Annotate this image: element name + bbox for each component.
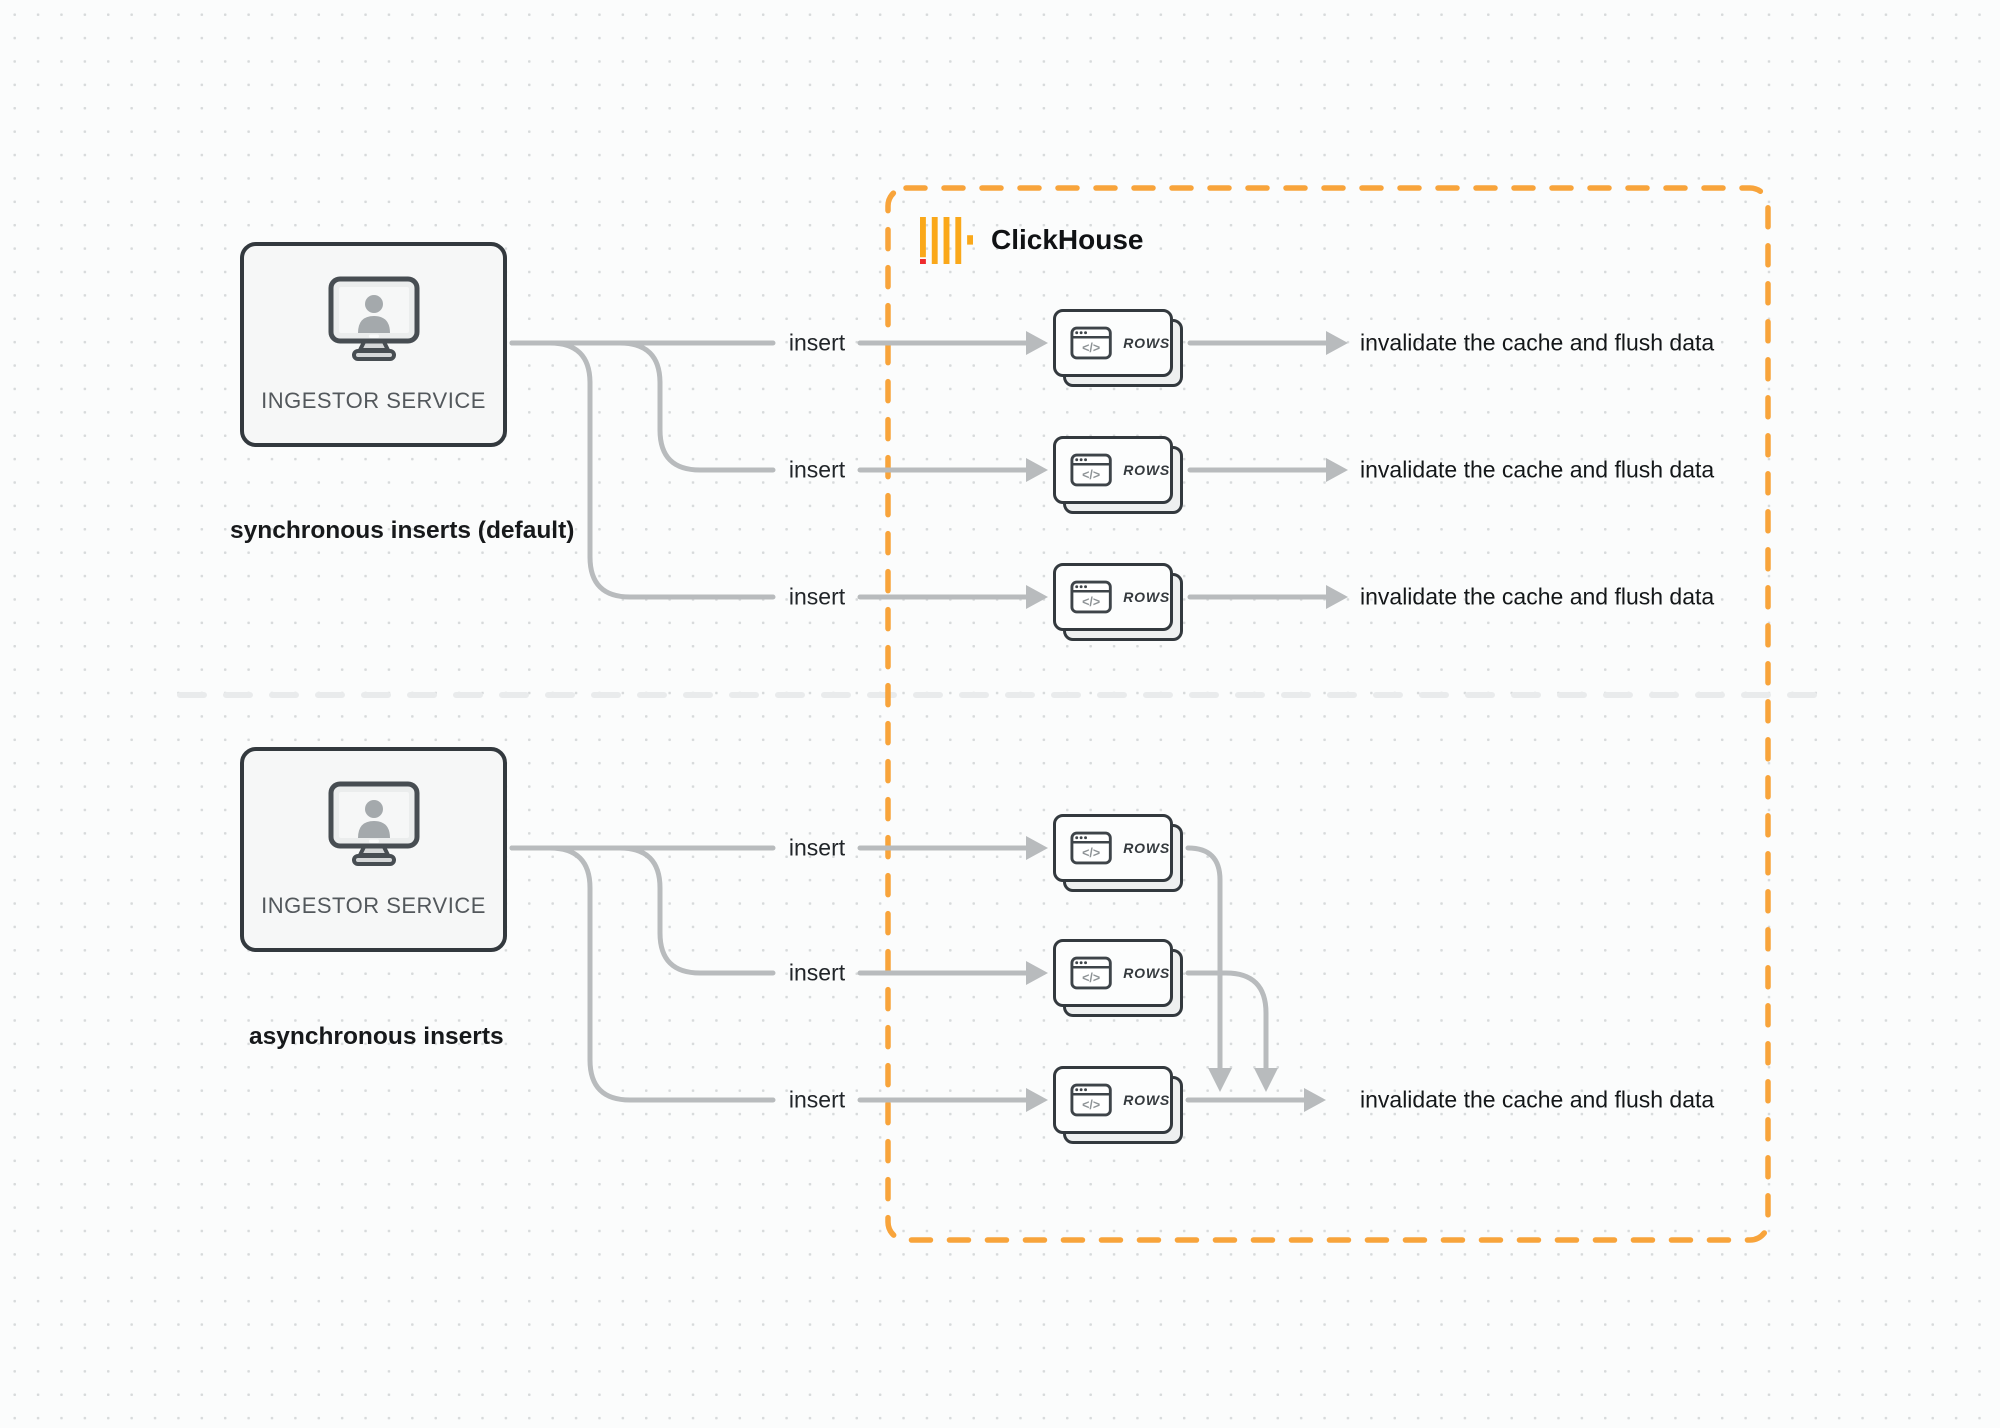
rows-card-sync-1: </> ROWS (1053, 309, 1183, 387)
rows-label: ROWS (1123, 335, 1170, 351)
ingestor-service-box-async: INGESTOR SERVICE (240, 747, 507, 952)
monitor-user-icon (328, 781, 419, 866)
code-window-icon: </> (1070, 453, 1112, 487)
invalidate-label-sync-2: invalidate the cache and flush data (1360, 456, 1715, 483)
async-branch-row2 (509, 845, 776, 976)
insert-label-async-2: insert (788, 959, 846, 986)
svg-text:</>: </> (1082, 341, 1100, 355)
rows-label: ROWS (1123, 965, 1170, 981)
invalidate-label-sync-1: invalidate the cache and flush data (1360, 329, 1715, 356)
code-window-icon: </> (1070, 956, 1112, 990)
rows-card-async-2: </> ROWS (1053, 939, 1183, 1017)
async-drop-row1 (1185, 845, 1223, 1071)
rows-card-sync-2: </> ROWS (1053, 436, 1183, 514)
sync-branch-row3 (509, 340, 776, 600)
rows-card-sync-3: </> ROWS (1053, 563, 1183, 641)
rows-label: ROWS (1123, 1092, 1170, 1108)
rows-card-async-1: </> ROWS (1053, 814, 1183, 892)
code-window-icon: </> (1070, 580, 1112, 614)
code-window-icon: </> (1070, 831, 1112, 865)
clickhouse-logo: ClickHouse (920, 215, 1144, 265)
svg-text:</>: </> (1082, 971, 1100, 985)
insert-label-sync-3: insert (788, 583, 846, 610)
svg-text:</>: </> (1082, 595, 1100, 609)
section-title-async: asynchronous inserts (249, 1023, 504, 1050)
svg-text:</>: </> (1082, 468, 1100, 482)
insert-label-sync-1: insert (788, 329, 846, 356)
section-title-sync: synchronous inserts (default) (230, 517, 575, 544)
clickhouse-label: ClickHouse (991, 224, 1144, 255)
invalidate-label-async: invalidate the cache and flush data (1360, 1086, 1715, 1113)
invalidate-label-sync-3: invalidate the cache and flush data (1360, 583, 1715, 610)
ingestor-service-box-sync: INGESTOR SERVICE (240, 242, 507, 447)
ingestor-service-label: INGESTOR SERVICE (261, 893, 486, 918)
ingestor-service-label: INGESTOR SERVICE (261, 388, 486, 413)
rows-card-async-3: </> ROWS (1053, 1066, 1183, 1144)
async-drop-row2 (1185, 970, 1269, 1071)
sync-branch-row2 (509, 340, 776, 473)
rows-label: ROWS (1123, 840, 1170, 856)
insert-label-async-1: insert (788, 834, 846, 861)
async-branch-row3 (509, 845, 776, 1103)
code-window-icon: </> (1070, 326, 1112, 360)
monitor-user-icon (328, 276, 419, 361)
svg-text:</>: </> (1082, 846, 1100, 860)
rows-label: ROWS (1123, 462, 1170, 478)
clickhouse-boundary (885, 185, 1771, 1243)
clickhouse-logo-icon (920, 216, 973, 264)
insert-label-sync-2: insert (788, 456, 846, 483)
arrowhead-icon (1026, 331, 1348, 1112)
insert-label-async-3: insert (788, 1086, 846, 1113)
svg-text:</>: </> (1082, 1098, 1100, 1112)
code-window-icon: </> (1070, 1083, 1112, 1117)
rows-label: ROWS (1123, 589, 1170, 605)
